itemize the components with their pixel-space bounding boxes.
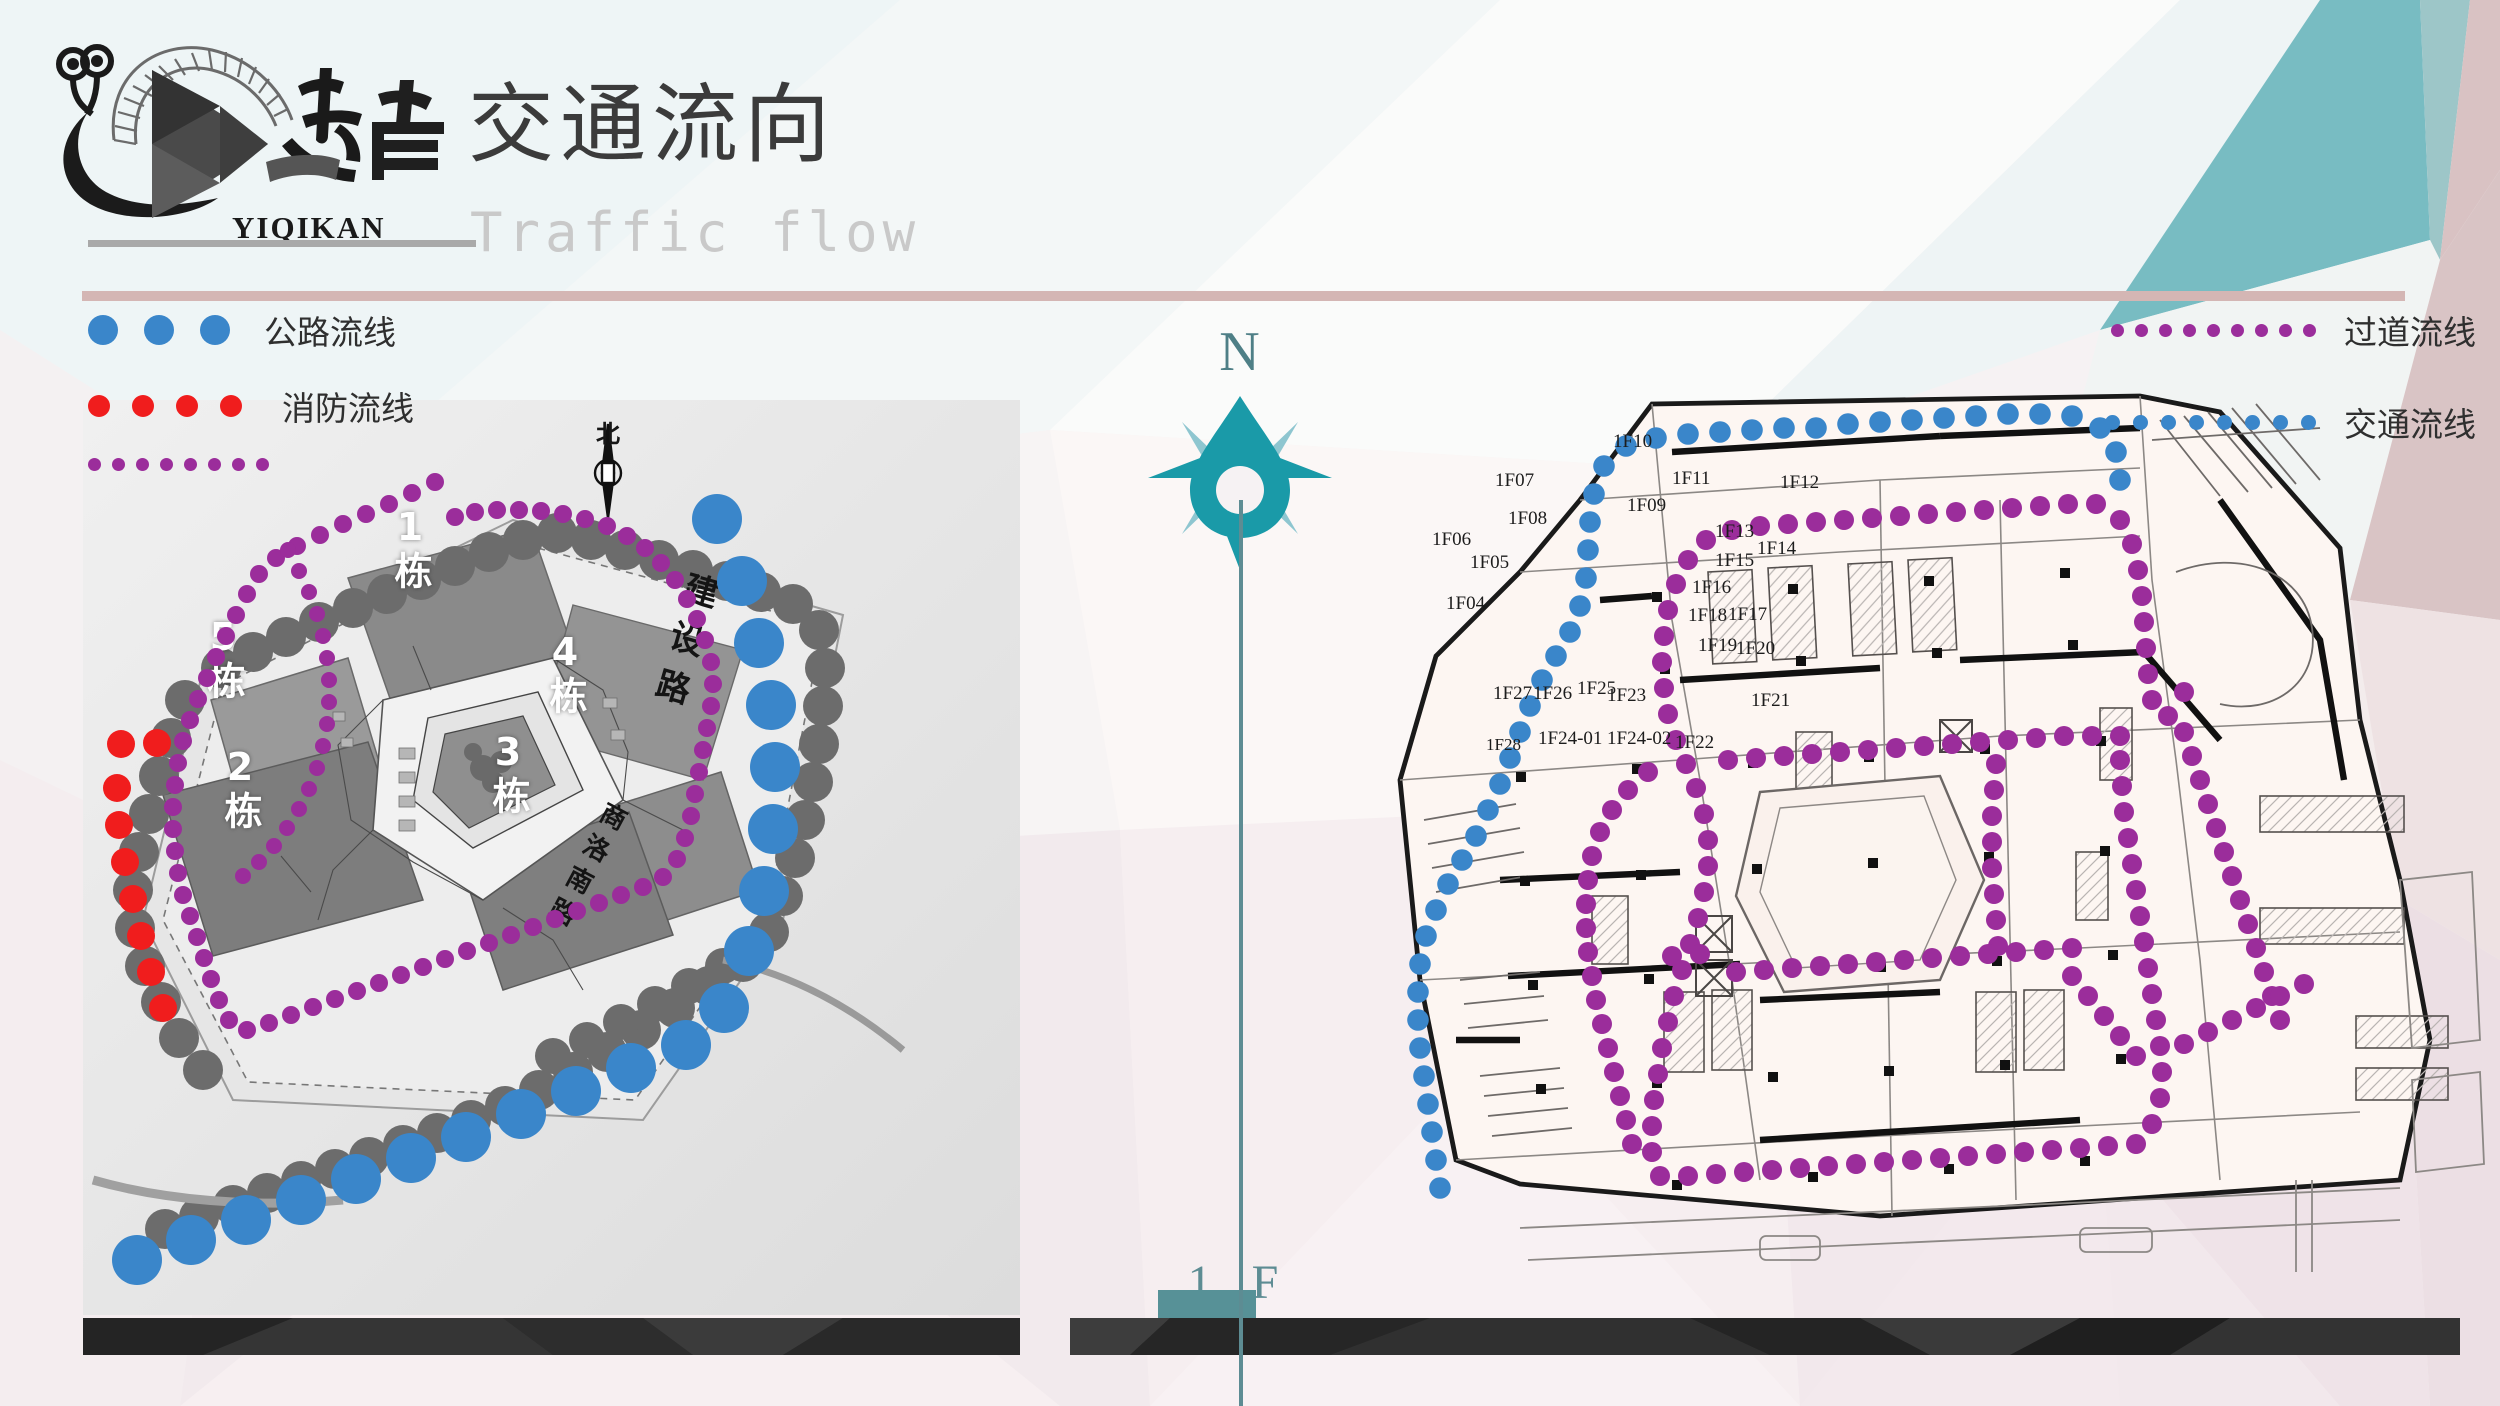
building-label: 2栋 (218, 745, 262, 831)
legend-right: 过道流线 交通流线 (2105, 306, 2476, 490)
unit-label: 1F04 (1446, 593, 1486, 614)
unit-label: 1F25 (1577, 678, 1617, 699)
legend-swatch-road (88, 315, 264, 345)
unit-label: 1F16 (1692, 577, 1732, 598)
unit-label: 1F11 (1672, 468, 1711, 489)
legend-item[interactable] (88, 458, 414, 471)
legend-swatch-corridor-flow (2111, 323, 2344, 337)
legend-item[interactable]: 公路流线 (88, 306, 414, 354)
unit-label: 1F05 (1470, 552, 1510, 573)
unit-label: 1F21 (1751, 690, 1791, 711)
architectural-floor-plan (1397, 393, 2485, 1272)
unit-label: 1F27 (1493, 683, 1533, 704)
unit-label: 1F23 (1607, 685, 1647, 706)
legend-label: 公路流线 (264, 313, 396, 352)
legend-swatch-traffic-flow (2105, 414, 2344, 430)
unit-label: 1F22 (1675, 732, 1715, 753)
legend-swatch-corridor (88, 458, 269, 471)
legend-label: 交通流线 (2344, 405, 2476, 444)
page-subtitle: Traffic flow (470, 201, 921, 264)
page-header: YIQIKAN 交通流向 Traffic flow (0, 0, 2500, 301)
unit-label: 1F17 (1728, 604, 1768, 625)
unit-label: 1F24-01 (1538, 728, 1603, 749)
unit-label: 1F14 (1757, 538, 1797, 559)
unit-label: 1F13 (1715, 521, 1755, 542)
site-flow-overlay (103, 473, 800, 1285)
site-plan-panel[interactable]: 1栋 5栋 4栋 2栋 3栋 建设路 商洛南路 北 (83, 400, 1020, 1315)
unit-label: 1F12 (1780, 472, 1820, 493)
unit-label: 1F28 (1486, 735, 1521, 754)
legend-item[interactable]: 交通流线 (2105, 398, 2476, 446)
unit-label: 1F07 (1495, 470, 1535, 491)
floor-plan-footer-bar (1070, 1318, 2460, 1355)
unit-label: 1F09 (1627, 495, 1667, 516)
unit-label: 1F15 (1715, 550, 1755, 571)
unit-label: 1F20 (1736, 638, 1776, 659)
north-marker-label: 北 (596, 420, 620, 448)
legend-left: 公路流线 消防流线 (88, 306, 414, 499)
unit-label: 1F26 (1533, 683, 1573, 704)
header-divider (88, 240, 476, 247)
brand-logo[interactable]: YIQIKAN (40, 28, 480, 245)
building-label: 4栋 (543, 630, 587, 716)
unit-label: 1F06 (1432, 529, 1472, 550)
snail-film-play-logo-icon (56, 44, 444, 218)
legend-swatch-fire (88, 395, 282, 417)
building-label: 1栋 (388, 505, 432, 591)
unit-label: 1F19 (1698, 635, 1738, 656)
legend-item[interactable]: 过道流线 (2105, 306, 2476, 354)
north-label: N (1219, 321, 1261, 383)
site-plan-footer-bar (83, 1318, 1020, 1355)
unit-label: 1F18 (1688, 605, 1728, 626)
legend-label: 消防流线 (282, 389, 414, 428)
brand-logo-text: YIQIKAN (232, 210, 386, 245)
page-title: 交通流向 (468, 75, 836, 175)
compass-stem (1239, 500, 1243, 1406)
unit-label: 1F24-02 (1607, 728, 1672, 749)
unit-label: 1F10 (1613, 431, 1653, 452)
legend-item[interactable]: 消防流线 (88, 382, 414, 430)
unit-label: 1F08 (1508, 508, 1548, 529)
legend-divider (82, 291, 2405, 301)
floor-plan-panel[interactable]: 1F04 1F05 1F06 1F07 1F08 1F09 1F10 1F11 … (1280, 380, 2490, 1340)
legend-label: 过道流线 (2344, 313, 2476, 352)
floor-plan-flow-overlay (1407, 403, 2314, 1199)
building-label: 3栋 (486, 730, 530, 816)
